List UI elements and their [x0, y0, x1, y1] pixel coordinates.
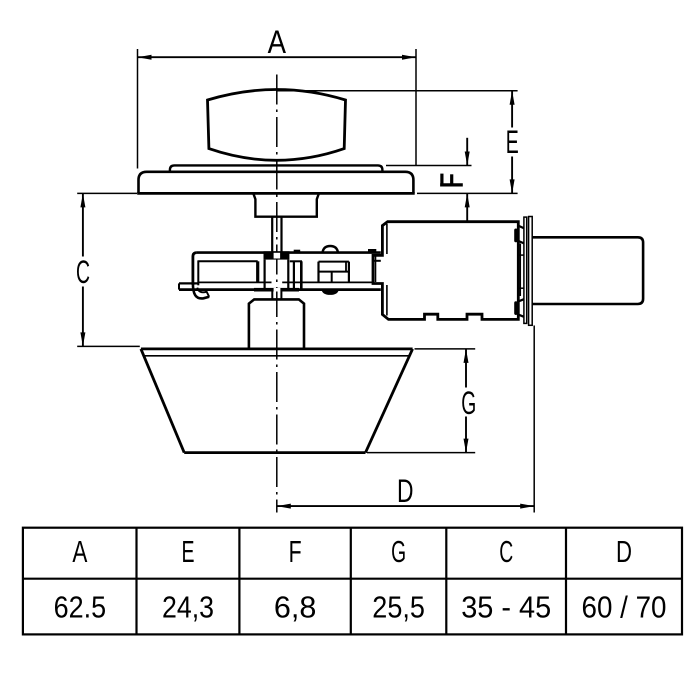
svg-text:25,5: 25,5 — [372, 590, 425, 625]
svg-text:62.5: 62.5 — [54, 590, 107, 625]
svg-text:F: F — [289, 534, 302, 569]
svg-text:C: C — [76, 254, 90, 290]
svg-text:60 / 70: 60 / 70 — [582, 590, 667, 625]
svg-text:6,8: 6,8 — [274, 590, 317, 625]
svg-text:C: C — [499, 534, 513, 569]
svg-text:D: D — [397, 473, 414, 509]
svg-text:24,3: 24,3 — [162, 590, 214, 625]
svg-text:E: E — [182, 534, 195, 569]
svg-text:A: A — [72, 534, 87, 569]
svg-text:35 - 45: 35 - 45 — [461, 590, 551, 625]
svg-text:E: E — [506, 124, 519, 160]
svg-text:G: G — [461, 385, 476, 421]
svg-text:D: D — [616, 534, 632, 569]
svg-text:G: G — [391, 534, 406, 569]
svg-text:A: A — [268, 24, 287, 60]
